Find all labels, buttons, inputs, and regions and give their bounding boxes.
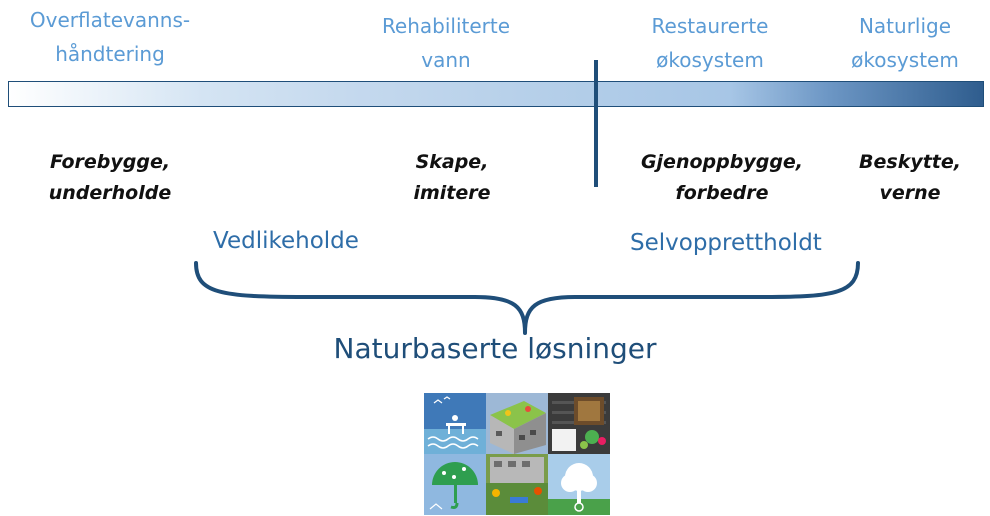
- action-prevent-maintain-label: Forebygge, underholde: [48, 151, 172, 204]
- action-protect-preserve-label: Beskytte, verne: [859, 151, 961, 204]
- category-restored-ecosystem-label: Restaurerte økosystem: [651, 14, 769, 72]
- diagram-title: Naturbaserte løsninger: [333, 332, 657, 365]
- action-create-imitate-label: Skape, imitere: [413, 151, 491, 204]
- category-natural-ecosystem-label: Naturlige økosystem: [851, 14, 959, 72]
- action-rebuild-improve-label: Gjenoppbygge, forbedre: [640, 151, 804, 204]
- group-self-sustaining-label: Selvopprettholdt: [630, 230, 822, 256]
- group-maintain-label: Vedlikeholde: [213, 228, 359, 254]
- nature-based-solutions-collage-icon: [424, 393, 610, 515]
- curly-brace: [194, 261, 860, 335]
- scale-divider-line: [594, 60, 598, 187]
- category-surface-water-label: Overflatevanns- håndtering: [29, 8, 191, 66]
- gradient-scale-bar: [8, 81, 984, 107]
- category-rehabilitated-water-label: Rehabiliterte vann: [381, 14, 511, 72]
